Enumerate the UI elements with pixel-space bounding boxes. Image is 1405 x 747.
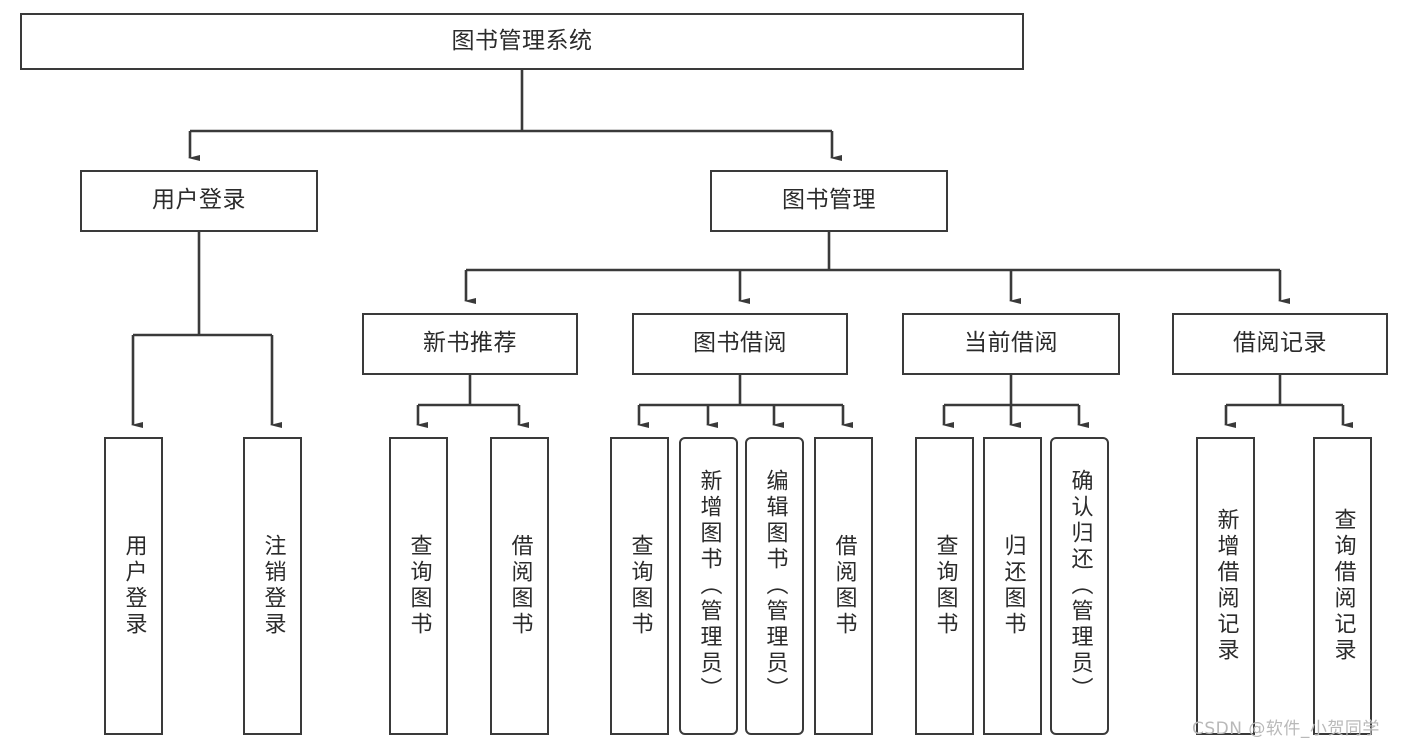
node-label: 借阅记录	[1233, 330, 1327, 357]
node-label: 图书借阅	[693, 330, 787, 357]
leaf-borrow-borrow-book[interactable]: 借阅图书	[814, 437, 873, 735]
node-label: 借阅图书	[831, 534, 857, 638]
node-label: 确认归还（管理员）	[1067, 469, 1093, 703]
leaf-borrow-add-book-admin[interactable]: 新增图书（管理员）	[679, 437, 738, 735]
node-label: 图书管理系统	[451, 27, 593, 54]
leaf-current-confirm-return-admin[interactable]: 确认归还（管理员）	[1050, 437, 1109, 735]
node-label: 归还图书	[1000, 534, 1026, 638]
leaf-current-query-book[interactable]: 查询图书	[915, 437, 974, 735]
node-label: 用户登录	[121, 534, 147, 638]
node-label: 新书推荐	[423, 330, 517, 357]
node-user-login[interactable]: 用户登录	[80, 170, 318, 232]
node-borrow-record[interactable]: 借阅记录	[1172, 313, 1388, 375]
node-label: 注销登录	[260, 534, 286, 638]
node-label: 当前借阅	[964, 330, 1058, 357]
node-label: 查询图书	[627, 534, 653, 638]
node-label: 新增借阅记录	[1213, 508, 1239, 664]
node-label: 图书管理	[782, 187, 876, 214]
node-label: 新增图书（管理员）	[696, 469, 722, 703]
node-label: 查询图书	[406, 534, 432, 638]
node-label: 编辑图书（管理员）	[762, 469, 788, 703]
leaf-user-login-logout[interactable]: 注销登录	[243, 437, 302, 735]
node-label: 查询图书	[932, 534, 958, 638]
node-root-system[interactable]: 图书管理系统	[20, 13, 1024, 70]
leaf-record-query-record[interactable]: 查询借阅记录	[1313, 437, 1372, 735]
leaf-new-book-borrow[interactable]: 借阅图书	[490, 437, 549, 735]
node-current-borrow[interactable]: 当前借阅	[902, 313, 1120, 375]
node-book-borrow[interactable]: 图书借阅	[632, 313, 848, 375]
node-new-book-recommend[interactable]: 新书推荐	[362, 313, 578, 375]
leaf-current-return-book[interactable]: 归还图书	[983, 437, 1042, 735]
node-label: 查询借阅记录	[1330, 508, 1356, 664]
csdn-watermark: CSDN @软件_小贺同学	[1192, 719, 1380, 739]
leaf-record-add-record[interactable]: 新增借阅记录	[1196, 437, 1255, 735]
leaf-borrow-edit-book-admin[interactable]: 编辑图书（管理员）	[745, 437, 804, 735]
leaf-borrow-query-book[interactable]: 查询图书	[610, 437, 669, 735]
node-label: 借阅图书	[507, 534, 533, 638]
node-label: 用户登录	[152, 187, 246, 214]
node-book-management[interactable]: 图书管理	[710, 170, 948, 232]
leaf-user-login-login[interactable]: 用户登录	[104, 437, 163, 735]
leaf-new-book-query[interactable]: 查询图书	[389, 437, 448, 735]
